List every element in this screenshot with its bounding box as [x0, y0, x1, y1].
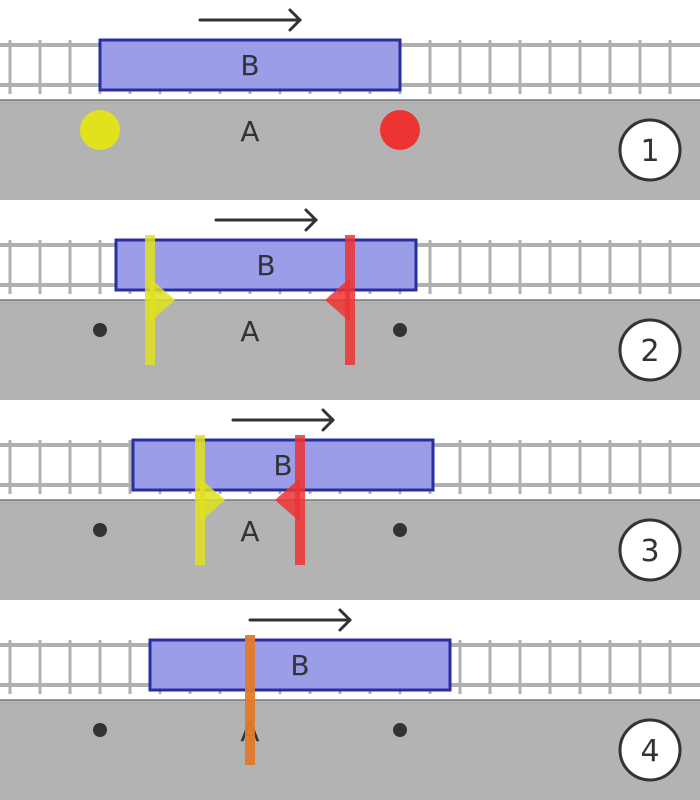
right-arrow-icon	[231, 408, 335, 432]
right-strike-mark	[393, 523, 407, 537]
train-label: B	[273, 449, 292, 482]
yellow-light-direction	[150, 278, 175, 322]
platform-a	[0, 500, 700, 600]
train-b	[98, 38, 402, 92]
right-strike-mark	[393, 723, 407, 737]
right-arrow-icon	[198, 8, 302, 32]
train-label: B	[290, 649, 309, 682]
panel-1: BA 1	[0, 8, 700, 200]
left-strike-mark	[93, 523, 107, 537]
step-number: 1	[640, 134, 659, 169]
train-label: B	[240, 49, 259, 82]
red-light-direction	[325, 278, 350, 322]
train-b	[131, 438, 435, 492]
right-arrow-icon	[248, 608, 352, 632]
platform-label: A	[240, 315, 259, 348]
panel-2: BA 2	[0, 208, 700, 400]
step-number: 3	[640, 534, 659, 569]
right-arrow-icon	[214, 208, 318, 232]
arrow-head	[304, 208, 318, 232]
yellow-lightning-dot	[80, 110, 120, 150]
merged-light-front	[245, 635, 255, 765]
arrow-head	[338, 608, 352, 632]
arrow-head	[321, 408, 335, 432]
train-b	[114, 238, 418, 292]
step-number-circle	[618, 118, 682, 182]
panel-3: BA 3	[0, 408, 700, 600]
red-lightning-dot	[380, 110, 420, 150]
panel-4: BA4	[0, 608, 700, 800]
arrow-head	[288, 8, 302, 32]
step-number: 2	[640, 334, 659, 369]
left-strike-mark	[93, 323, 107, 337]
yellow-light-direction	[200, 478, 225, 522]
red-light-direction	[275, 478, 300, 522]
step-number: 4	[640, 734, 659, 769]
step-number-circle	[618, 518, 682, 582]
platform-label: A	[240, 115, 259, 148]
step-number-circle	[618, 718, 682, 782]
left-strike-mark	[93, 723, 107, 737]
right-strike-mark	[393, 323, 407, 337]
platform-a	[0, 100, 700, 200]
train-b	[148, 638, 452, 692]
platform-a	[0, 700, 700, 800]
step-number-circle	[618, 318, 682, 382]
train-label: B	[256, 249, 275, 282]
platform-label: A	[240, 515, 259, 548]
